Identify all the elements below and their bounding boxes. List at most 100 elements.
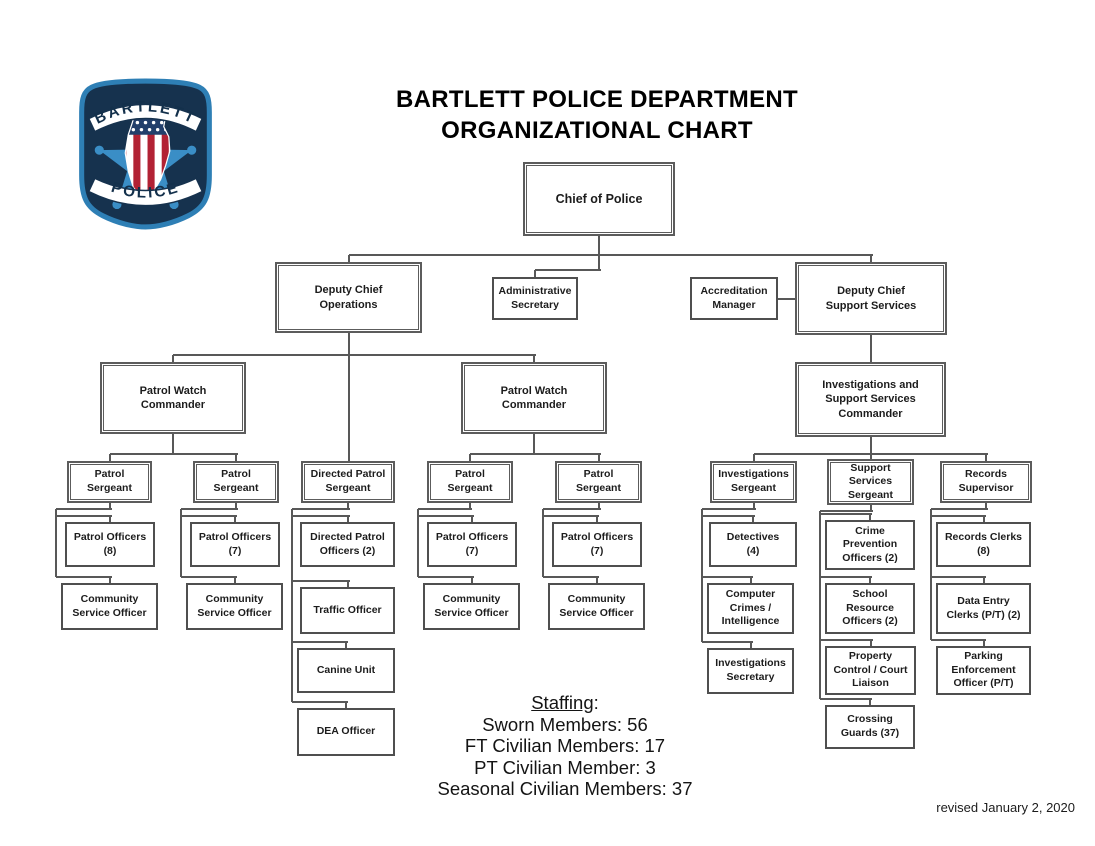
- org-box-canine_unit: Canine Unit: [297, 648, 395, 693]
- org-box-investigations_support_commander: Investigations and Support Services Comm…: [795, 362, 946, 437]
- connector-line: [778, 297, 797, 300]
- connector-line: [346, 581, 349, 591]
- connector-line: [869, 699, 871, 709]
- connector-line: [702, 576, 753, 578]
- connector-line: [471, 516, 473, 526]
- connector-line: [181, 515, 237, 517]
- connector-line: [749, 642, 752, 652]
- connector-line: [752, 454, 755, 465]
- connector-line: [292, 580, 350, 582]
- connector-line: [985, 454, 987, 465]
- org-box-patrol_sergeant_1: Patrol Sergeant: [67, 461, 152, 503]
- staffing-line: PT Civilian Member: 3: [474, 756, 656, 778]
- connector-line: [982, 516, 985, 526]
- connector-line: [234, 516, 236, 526]
- connector-line: [348, 354, 536, 356]
- org-box-support_services_sergeant: Support Services Sergeant: [827, 459, 914, 505]
- connector-line: [345, 702, 347, 712]
- org-box-community_service_officer_2: Community Service Officer: [186, 583, 283, 630]
- chart-title-line2: ORGANIZATIONAL CHART: [441, 117, 753, 144]
- connector-line: [172, 355, 174, 366]
- connector-line: [235, 503, 237, 509]
- org-box-patrol_officers_7c: Patrol Officers (7): [552, 522, 642, 567]
- connector-line: [820, 698, 872, 700]
- connector-line: [702, 508, 756, 510]
- org-box-administrative_secretary: Administrative Secretary: [492, 277, 578, 320]
- connector-line: [869, 514, 871, 524]
- org-box-patrol_sergeant_2: Patrol Sergeant: [193, 461, 279, 503]
- org-box-investigations_secretary: Investigations Secretary: [707, 648, 794, 694]
- connector-line: [931, 508, 988, 510]
- connector-line: [292, 701, 348, 703]
- connector-line: [869, 505, 872, 511]
- org-box-crossing_guards: Crossing Guards (37): [825, 705, 915, 749]
- org-box-parking_enforcement_officer: Parking Enforcement Officer (P/T): [936, 646, 1031, 695]
- connector-line: [347, 333, 350, 465]
- connector-line: [596, 516, 598, 526]
- connector-line: [180, 509, 182, 577]
- org-box-school_resource_officers: School Resource Officers (2): [825, 583, 915, 634]
- org-box-crime_prevention_officers: Crime Prevention Officers (2): [825, 520, 915, 570]
- org-box-community_service_officer_3: Community Service Officer: [423, 583, 520, 630]
- staffing-heading: Staffing:: [531, 692, 599, 713]
- connector-line: [347, 503, 349, 509]
- org-box-chief: Chief of Police: [523, 162, 675, 236]
- connector-line: [870, 453, 988, 455]
- connector-line: [173, 453, 238, 455]
- staffing-line: Sworn Members: 56: [482, 713, 648, 735]
- connector-line: [931, 639, 986, 641]
- connector-line: [56, 508, 112, 510]
- connector-line: [417, 509, 419, 577]
- connector-line: [752, 516, 754, 526]
- connector-line: [595, 577, 598, 587]
- connector-line: [418, 515, 474, 517]
- connector-line: [702, 641, 753, 643]
- connector-line: [931, 515, 986, 517]
- connector-line: [982, 577, 985, 587]
- connector-line: [931, 576, 986, 578]
- connector-line: [597, 503, 600, 509]
- connector-line: [533, 355, 535, 366]
- connector-line: [870, 335, 872, 366]
- connector-line: [181, 576, 237, 578]
- org-box-patrol_officers_8: Patrol Officers (8): [65, 522, 155, 567]
- connector-line: [346, 516, 349, 526]
- org-box-property_control_court_liaison: Property Control / Court Liaison: [825, 646, 916, 695]
- connector-line: [870, 255, 872, 266]
- connector-line: [533, 434, 535, 454]
- connector-line: [701, 509, 703, 642]
- badge-bottom-banner-ribbon: POLICE: [87, 177, 204, 207]
- connector-line: [469, 503, 471, 509]
- connector-line: [235, 454, 237, 465]
- connector-line: [348, 254, 601, 256]
- org-box-dea_officer: DEA Officer: [297, 708, 395, 756]
- staffing-summary: Staffing: Sworn Members: 56 FT Civilian …: [380, 692, 750, 800]
- connector-line: [820, 513, 872, 515]
- connector-line: [108, 577, 111, 587]
- connector-line: [55, 509, 57, 577]
- connector-line: [292, 515, 350, 517]
- org-box-patrol_officers_7a: Patrol Officers (7): [190, 522, 280, 567]
- svg-text:POLICE: POLICE: [109, 179, 182, 202]
- org-box-deputy_chief_support_services: Deputy Chief Support Services: [795, 262, 947, 335]
- org-box-records_supervisor: Records Supervisor: [940, 461, 1032, 503]
- badge-bottom-banner-text: POLICE: [109, 179, 179, 202]
- connector-line: [172, 434, 174, 454]
- org-box-directed_patrol_sergeant: Directed Patrol Sergeant: [301, 461, 395, 503]
- connector-line: [702, 515, 755, 517]
- org-box-investigations_sergeant: Investigations Sergeant: [710, 461, 797, 503]
- connector-line: [535, 269, 601, 271]
- connector-line: [347, 255, 350, 266]
- connector-line: [542, 509, 544, 577]
- connector-line: [173, 354, 351, 356]
- connector-line: [292, 641, 348, 643]
- connector-line: [345, 642, 347, 652]
- connector-line: [470, 577, 473, 587]
- org-box-computer_crimes_intelligence: Computer Crimes / Intelligence: [707, 583, 794, 634]
- connector-line: [982, 640, 985, 650]
- connector-line: [820, 639, 873, 641]
- connector-line: [752, 503, 755, 509]
- connector-line: [469, 454, 471, 465]
- org-box-deputy_chief_operations: Deputy Chief Operations: [275, 262, 422, 333]
